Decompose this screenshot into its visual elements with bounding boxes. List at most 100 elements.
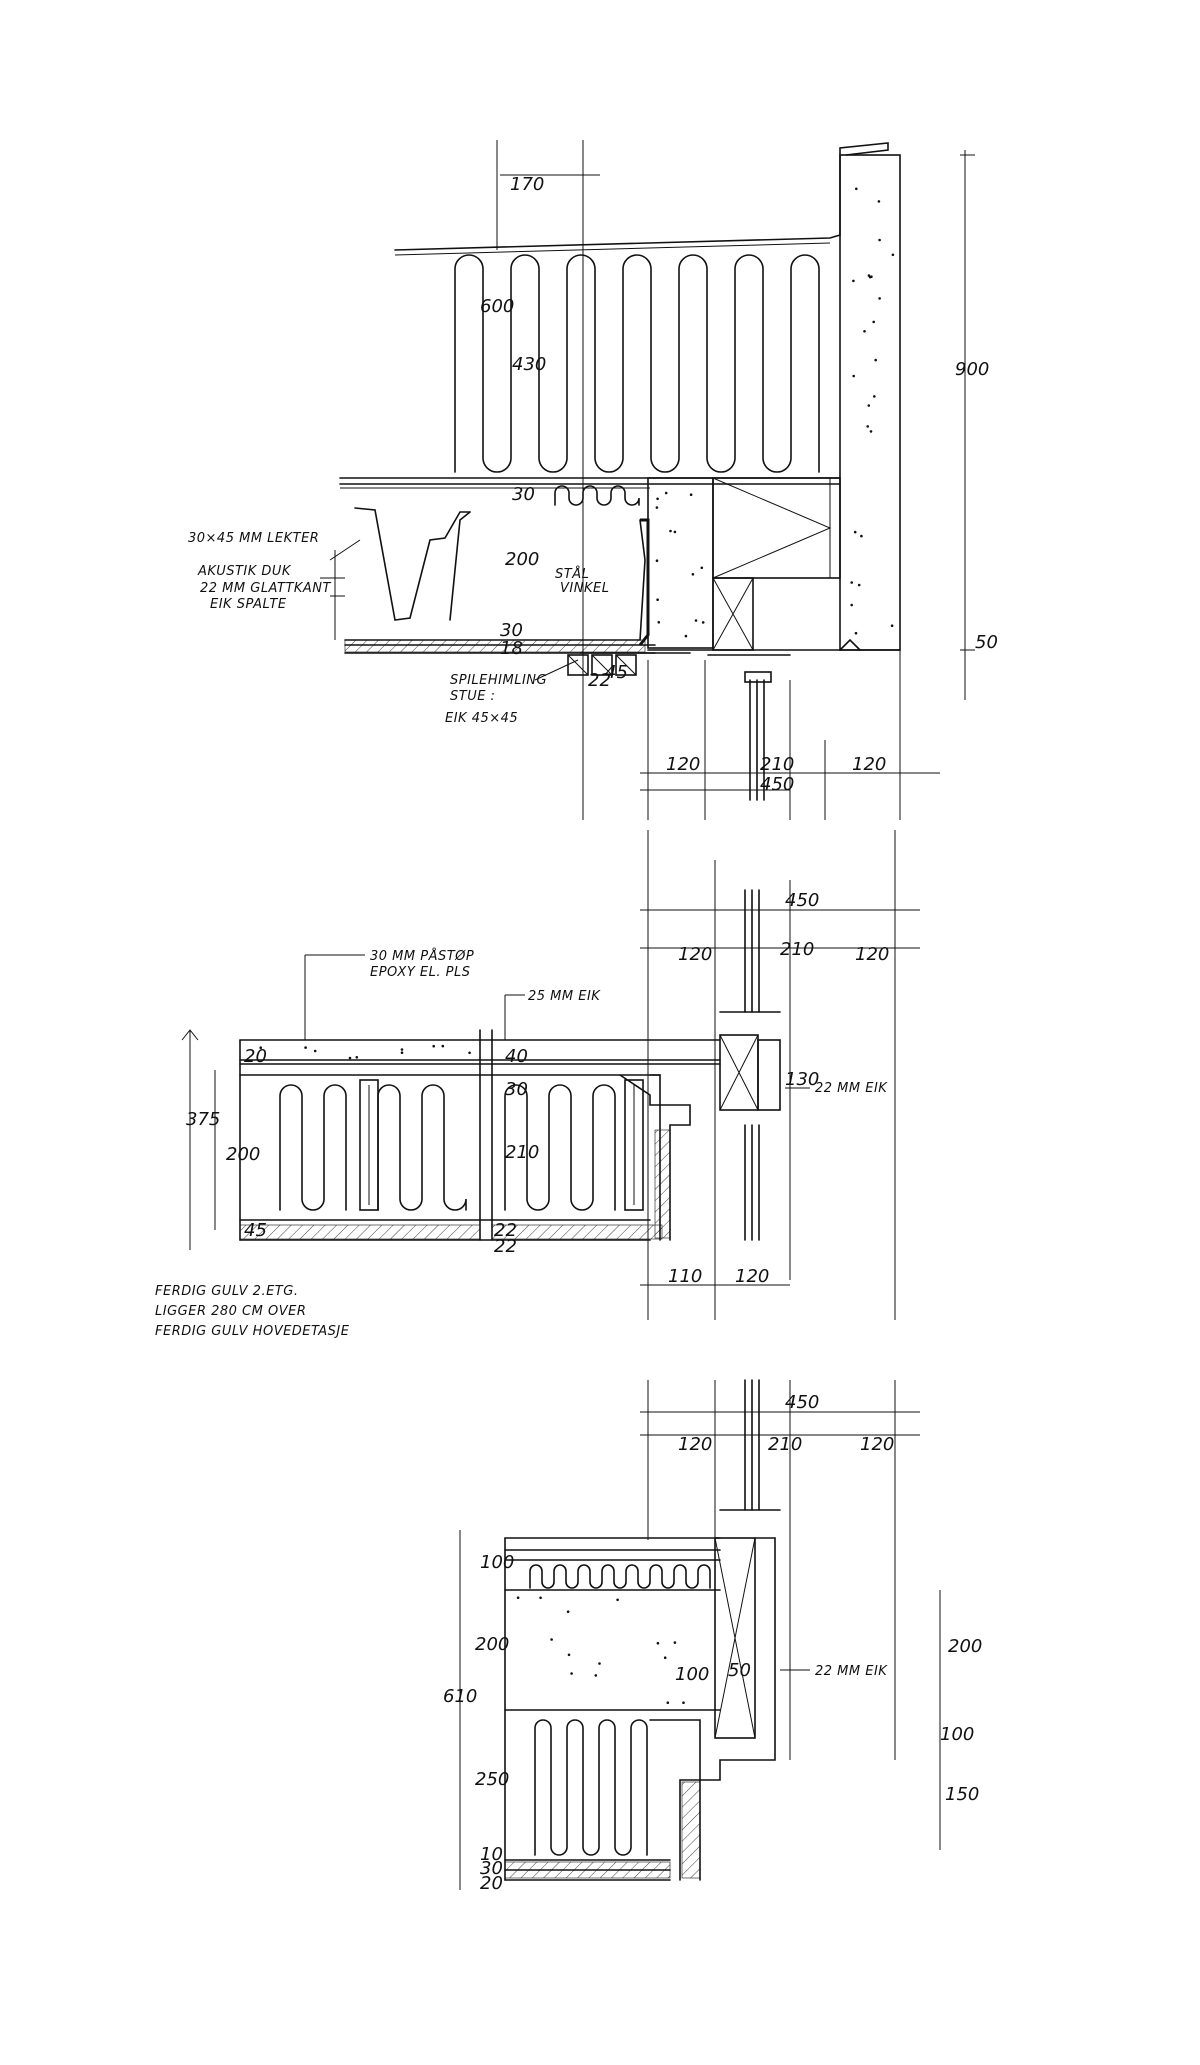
dim-170: 170 bbox=[510, 174, 544, 195]
concrete-dot bbox=[656, 598, 659, 601]
insulation-loop-path bbox=[534, 1719, 648, 1856]
concrete-dot bbox=[700, 566, 704, 570]
concrete-dot bbox=[570, 1672, 573, 1675]
concrete-speckles bbox=[259, 187, 895, 1704]
dim-120-left: 120 bbox=[666, 754, 700, 775]
concrete-dot bbox=[890, 624, 894, 627]
rim-beam bbox=[649, 1074, 661, 1241]
d2-dim-130: 130 bbox=[785, 1069, 819, 1090]
edge-profile bbox=[619, 1074, 691, 1241]
concrete-dot bbox=[878, 238, 881, 242]
dim-120-right: 120 bbox=[852, 754, 886, 775]
d3-dim-200-right: 200 bbox=[948, 1636, 982, 1657]
d2-dim-30: 30 bbox=[505, 1079, 528, 1100]
d2-dim-45: 45 bbox=[244, 1220, 267, 1241]
dim-900: 900 bbox=[955, 359, 989, 380]
trough-profile-mid bbox=[449, 511, 471, 621]
d2-dim-40: 40 bbox=[505, 1046, 528, 1067]
label-eik-spalte-1: 22 MM GLATTKANT bbox=[200, 581, 332, 596]
d3-dim-450: 450 bbox=[785, 1392, 819, 1413]
concrete-dot bbox=[567, 1653, 571, 1657]
d2-dim-200: 200 bbox=[226, 1144, 260, 1165]
concrete-dot bbox=[852, 374, 855, 378]
concrete-dot bbox=[598, 1662, 601, 1665]
concrete-dot bbox=[682, 1701, 685, 1704]
concrete-dot bbox=[863, 330, 866, 333]
dim-450: 450 bbox=[760, 774, 794, 795]
d2-label-eik25: 25 MM EIK bbox=[528, 989, 601, 1004]
hatch-ceiling-d1 bbox=[344, 639, 646, 653]
d3-dim-20: 20 bbox=[480, 1873, 503, 1894]
d2-dim-110: 110 bbox=[668, 1266, 702, 1287]
joist-left bbox=[359, 1079, 379, 1211]
slat-3-x bbox=[615, 654, 637, 676]
concrete-dot bbox=[869, 430, 873, 433]
concrete-dot bbox=[891, 253, 895, 257]
trough-profile-left bbox=[354, 507, 471, 621]
insulation-loop-path bbox=[377, 1084, 467, 1211]
concrete-dot bbox=[860, 534, 863, 538]
hatch-ceiling-d2-right bbox=[491, 1224, 663, 1240]
concrete-dot bbox=[355, 1056, 359, 1059]
concrete-dot bbox=[877, 200, 881, 203]
concrete-dot bbox=[594, 1674, 598, 1677]
slat-3 bbox=[615, 654, 637, 676]
concrete-dot bbox=[400, 1048, 404, 1051]
leader-lekter bbox=[329, 539, 361, 561]
concrete-dot bbox=[850, 581, 853, 584]
d3-dim-100-right: 100 bbox=[940, 1724, 974, 1745]
roof-line bbox=[394, 142, 889, 251]
d3-label-eik22: 22 MM EIK bbox=[815, 1664, 888, 1679]
concrete-dot bbox=[348, 1056, 352, 1060]
dim-430: 430 bbox=[512, 354, 546, 375]
detail-1-insulation-loops bbox=[454, 254, 820, 506]
leader-spile bbox=[534, 659, 579, 681]
concrete-dot bbox=[656, 497, 659, 501]
slat-2 bbox=[591, 654, 613, 676]
d2-dim-375: 375 bbox=[186, 1109, 220, 1130]
concrete-dot bbox=[673, 1641, 677, 1644]
slat-2-x bbox=[591, 654, 613, 676]
concrete-dot bbox=[432, 1044, 436, 1048]
dim-210: 210 bbox=[760, 754, 794, 775]
concrete-dot bbox=[656, 1641, 660, 1645]
slat-1-x bbox=[567, 654, 589, 676]
d2-label-paastop-1: 30 MM PÅSTØP bbox=[370, 948, 474, 964]
concrete-dot bbox=[689, 493, 693, 497]
concrete-dot bbox=[666, 1701, 670, 1704]
label-spile-2: STUE : bbox=[450, 689, 495, 704]
dim-30-top: 30 bbox=[512, 484, 535, 505]
d2-dim-22a: 22 bbox=[494, 1220, 517, 1241]
d3-dim-120-right: 120 bbox=[860, 1434, 894, 1455]
concrete-dot bbox=[867, 404, 871, 407]
label-spile-1: SPILEHIMLING bbox=[450, 673, 547, 688]
post-cross-2 bbox=[712, 577, 754, 651]
concrete-dot bbox=[616, 1598, 619, 1602]
concrete-dot bbox=[694, 619, 698, 622]
concrete-dot bbox=[868, 275, 872, 279]
d2-dim-450: 450 bbox=[785, 890, 819, 911]
insulation-loop-path bbox=[554, 485, 640, 506]
d2-label-eik22: 22 MM EIK bbox=[815, 1081, 888, 1096]
label-staal-2: VINKEL bbox=[560, 581, 609, 596]
d3-dim-200: 200 bbox=[475, 1634, 509, 1655]
d2-dim-210: 210 bbox=[780, 939, 814, 960]
timber-beam bbox=[712, 477, 841, 579]
beam-2-x2 bbox=[719, 1034, 759, 1111]
d3-dim-100-top: 100 bbox=[480, 1552, 514, 1573]
d3-dim-610: 610 bbox=[443, 1686, 477, 1707]
concrete-dot bbox=[857, 583, 861, 587]
concrete-dot bbox=[850, 603, 853, 607]
insulation-loop-path bbox=[529, 1564, 711, 1589]
parapet-wall bbox=[839, 154, 901, 651]
concrete-dot bbox=[853, 530, 857, 534]
concrete-dot bbox=[878, 297, 881, 300]
hatch-ceiling-d2-left bbox=[239, 1224, 481, 1240]
d2-dim-120-left: 120 bbox=[678, 944, 712, 965]
concrete-dot bbox=[872, 320, 875, 324]
concrete-dot bbox=[313, 1049, 317, 1053]
hatch-edge-d2 bbox=[654, 1129, 671, 1239]
trough-bottom bbox=[344, 519, 646, 641]
concrete-dot bbox=[855, 187, 858, 191]
d2-label-paastop-2: EPOXY EL. PLS bbox=[370, 965, 470, 980]
